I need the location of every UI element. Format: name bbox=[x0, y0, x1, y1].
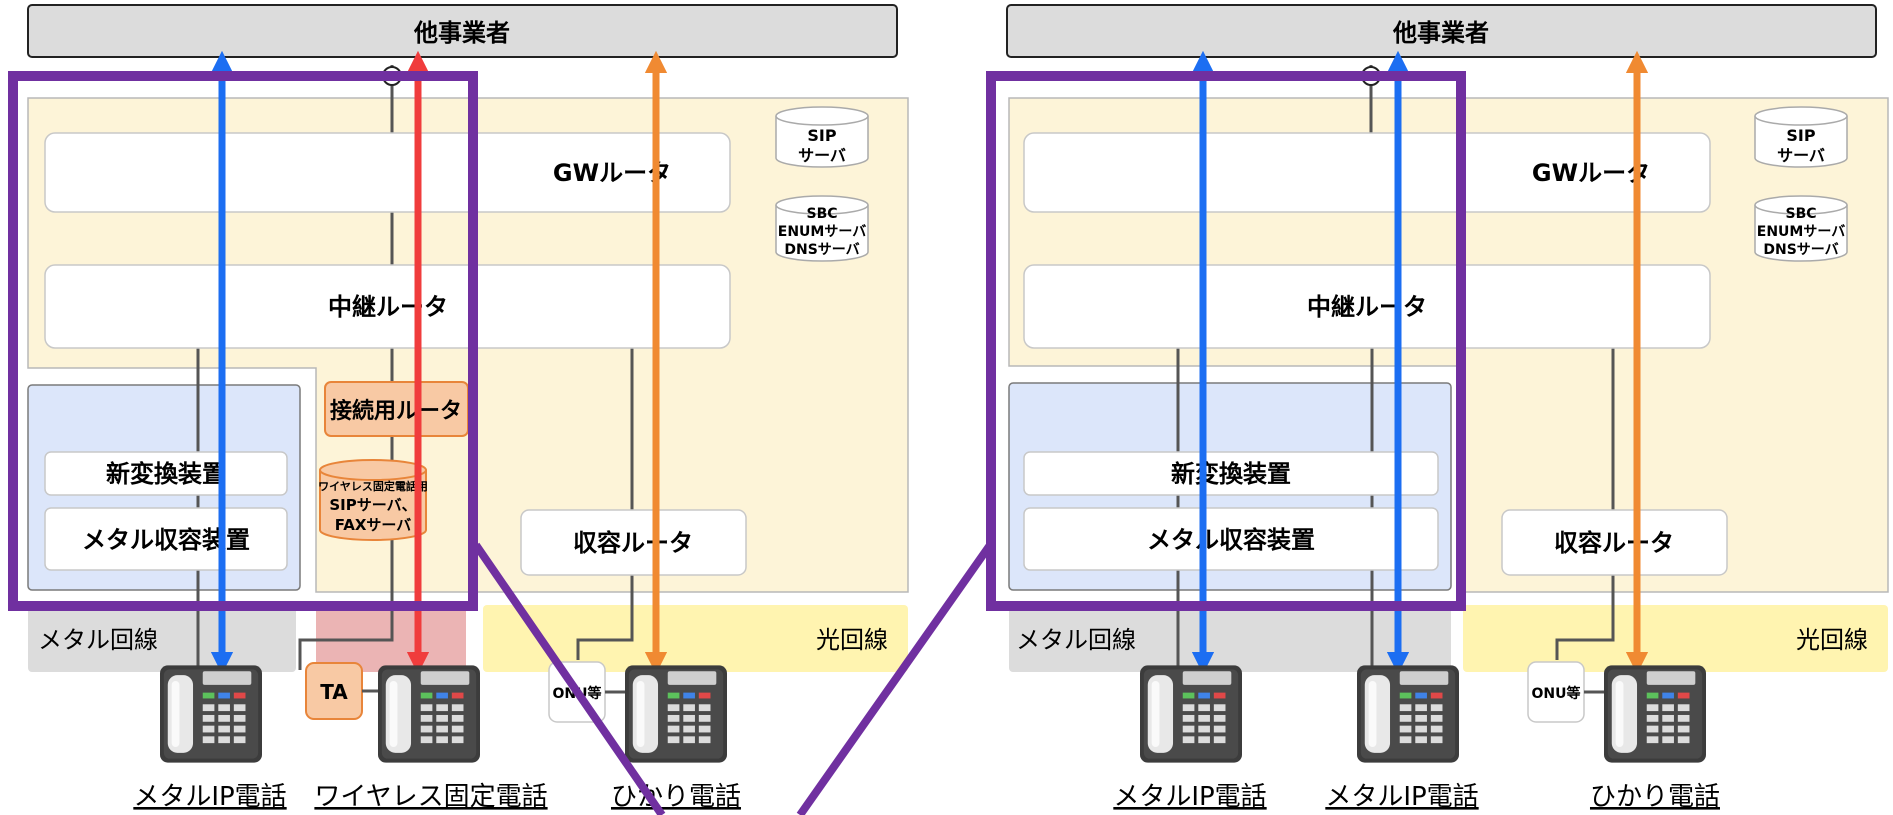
left-phone-label-1: メタルIP電話 bbox=[133, 782, 286, 812]
left-phone-icon-3 bbox=[625, 665, 727, 763]
right-gw-router-label: GWルータ bbox=[1532, 159, 1650, 187]
right-optical-line-band bbox=[1463, 605, 1888, 672]
right-metal-line-band bbox=[1009, 605, 1451, 672]
right-new-converter-label: 新変換装置 bbox=[1171, 460, 1291, 488]
left-metal-line-label: メタル回線 bbox=[38, 626, 158, 654]
left-wireless-sip-fax-server: ワイヤレス固定電話用 SIPサーバ、 FAXサーバ bbox=[318, 459, 428, 541]
svg-text:ONU等: ONU等 bbox=[1532, 685, 1581, 702]
left-diagram: 他事業者 メタル回線 光回線 SIP サーバ SBC ENUMサーバ DNSサー… bbox=[8, 4, 909, 812]
right-phone-icon-3 bbox=[1604, 665, 1706, 763]
right-phone-label-3: ひかり電話 bbox=[1590, 782, 1720, 812]
right-optical-line-label: 光回線 bbox=[1796, 626, 1868, 654]
right-relay-router-label: 中継ルータ bbox=[1307, 293, 1427, 321]
right-access-router-label: 収容ルータ bbox=[1554, 529, 1674, 557]
svg-text:TA: TA bbox=[320, 680, 348, 704]
left-optical-line-label: 光回線 bbox=[816, 626, 888, 654]
left-access-router-label: 収容ルータ bbox=[573, 529, 693, 557]
left-new-converter-label: 新変換装置 bbox=[106, 460, 226, 488]
right-sip-server: SIP サーバ bbox=[1754, 106, 1848, 168]
svg-text:DNSサーバ: DNSサーバ bbox=[1763, 242, 1838, 258]
right-other-carrier-bar bbox=[1006, 4, 1877, 58]
right-access-router bbox=[1501, 509, 1728, 576]
zoom-line-right bbox=[796, 542, 994, 815]
right-new-converter bbox=[1023, 451, 1439, 496]
right-phone-icon-2 bbox=[1357, 665, 1459, 763]
zoom-line-left bbox=[472, 542, 666, 815]
svg-text:SIP: SIP bbox=[1786, 126, 1815, 145]
left-other-carrier-label: 他事業者 bbox=[413, 19, 510, 47]
svg-text:SIPサーバ、: SIPサーバ、 bbox=[329, 496, 416, 514]
svg-text:ENUMサーバ: ENUMサーバ bbox=[1757, 224, 1845, 240]
svg-text:SBC: SBC bbox=[806, 206, 837, 222]
right-phone-icon-1 bbox=[1140, 665, 1242, 763]
right-metal-equipment-label: メタル収容装置 bbox=[1147, 526, 1315, 554]
left-phone-label-2: ワイヤレス固定電話 bbox=[314, 782, 547, 812]
svg-text:ENUMサーバ: ENUMサーバ bbox=[778, 224, 866, 240]
svg-text:DNSサーバ: DNSサーバ bbox=[784, 242, 859, 258]
svg-text:サーバ: サーバ bbox=[1777, 146, 1825, 165]
right-metal-line-label: メタル回線 bbox=[1016, 626, 1136, 654]
svg-text:ワイヤレス固定電話用: ワイヤレス固定電話用 bbox=[318, 479, 428, 493]
left-highlight-frame bbox=[8, 71, 478, 611]
left-phone-icon-1 bbox=[160, 665, 262, 763]
left-sbc-enum-dns-server: SBC ENUMサーバ DNSサーバ bbox=[775, 195, 869, 262]
svg-text:FAXサーバ: FAXサーバ bbox=[335, 516, 412, 534]
left-optical-line-band bbox=[483, 605, 908, 672]
right-sbc-enum-dns-server: SBC ENUMサーバ DNSサーバ bbox=[1754, 195, 1848, 262]
left-connection-router-label: 接続用ルータ bbox=[330, 398, 462, 424]
left-access-router bbox=[520, 509, 747, 576]
right-metal-equipment bbox=[1023, 507, 1439, 571]
left-sip-server: SIP サーバ bbox=[775, 106, 869, 168]
svg-text:サーバ: サーバ bbox=[798, 146, 846, 165]
left-phone-label-3: ひかり電話 bbox=[611, 782, 741, 812]
left-relay-router-label: 中継ルータ bbox=[328, 293, 448, 321]
right-diagram: 他事業者 メタル回線 光回線 SIP サーバ SBC ENUMサーバ DNSサー… bbox=[986, 4, 1889, 812]
svg-text:SBC: SBC bbox=[1785, 206, 1816, 222]
left-other-carrier-bar bbox=[27, 4, 898, 58]
left-phone-icon-2 bbox=[378, 665, 480, 763]
right-other-carrier-label: 他事業者 bbox=[1392, 19, 1489, 47]
right-phone-label-2: メタルIP電話 bbox=[1325, 782, 1478, 812]
right-phone-label-1: メタルIP電話 bbox=[1113, 782, 1266, 812]
svg-text:SIP: SIP bbox=[807, 126, 836, 145]
right-highlight-frame bbox=[986, 71, 1466, 611]
